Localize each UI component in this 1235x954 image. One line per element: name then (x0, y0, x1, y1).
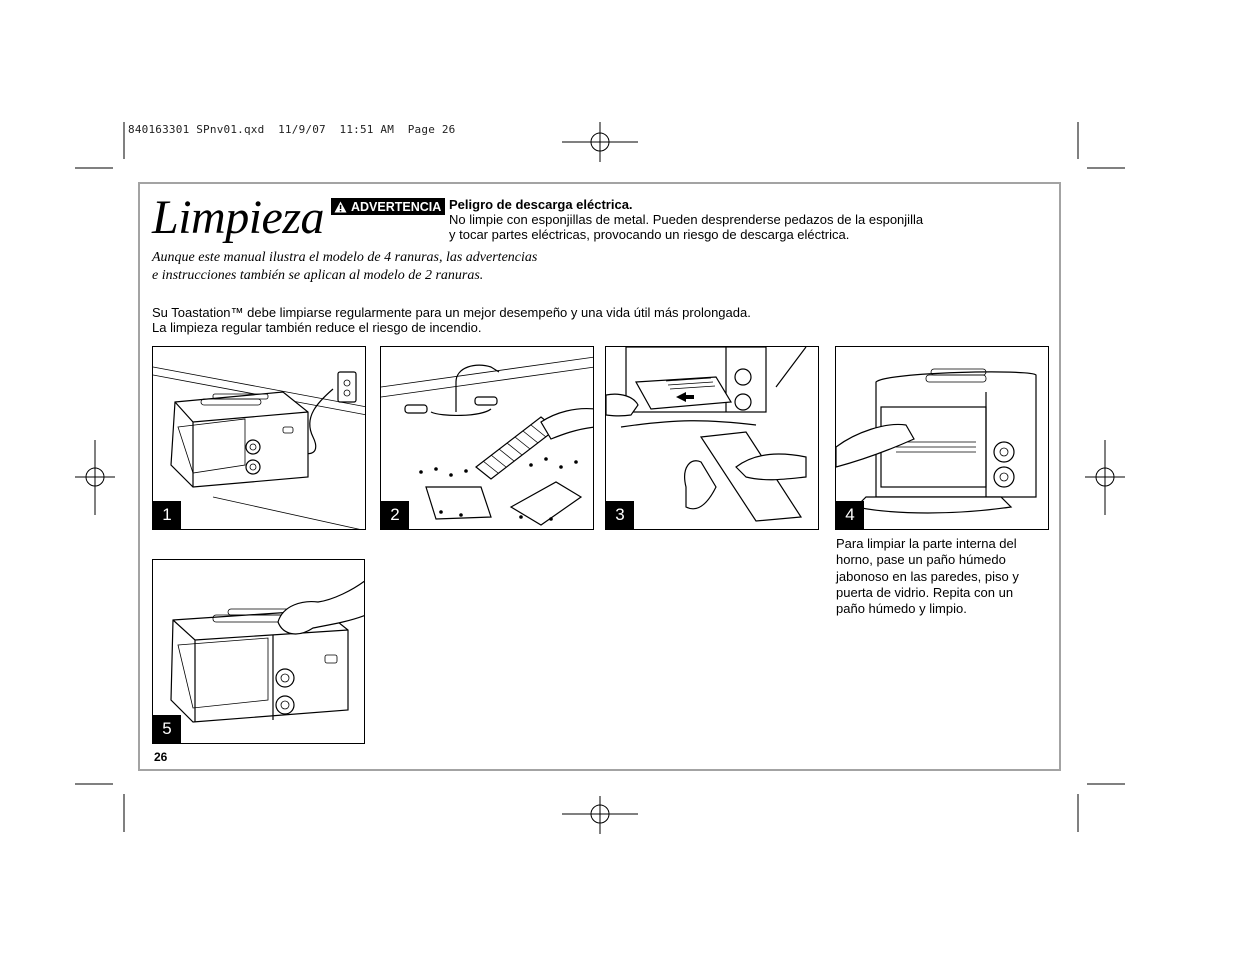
model-note-line: e instrucciones también se aplican al mo… (152, 268, 484, 283)
warning-heading: Peligro de descarga eléctrica. (449, 197, 633, 212)
step-panel-4: 4 (835, 346, 1049, 530)
wipe-oven-interior-illustration (836, 368, 1037, 514)
caption-line: Para limpiar la parte interna del (836, 536, 1017, 551)
step4-caption: Para limpiar la parte interna del horno,… (836, 536, 1041, 617)
caption-line: puerta de vidrio. Repita con un (836, 584, 1014, 600)
step-number: 1 (153, 501, 181, 529)
intro-text: Su Toastation™ debe limpiarse regularmen… (152, 305, 751, 335)
print-slug: 840163301 SPnv01.qxd 11/9/07 11:51 AM Pa… (128, 123, 456, 136)
model-note-line: Aunque este manual ilustra el modelo de … (152, 250, 538, 265)
caption-line: jabonoso en las paredes, piso y (836, 568, 1019, 584)
step-number: 5 (153, 715, 181, 743)
page-title: Limpieza (152, 191, 325, 244)
warning-triangle-icon (334, 201, 347, 212)
warning-line: No limpie con esponjillas de metal. Pued… (449, 212, 924, 227)
warning-text: No limpie con esponjillas de metal. Pued… (449, 212, 923, 242)
wipe-exterior-illustration (170, 580, 364, 723)
step-number: 2 (381, 501, 409, 529)
page-frame (138, 182, 1061, 771)
intro-line: La limpieza regular también reduce el ri… (152, 320, 482, 335)
caption-line: horno, pase un paño húmedo (836, 552, 1006, 568)
step-number: 4 (836, 501, 864, 529)
page-number: 26 (154, 750, 168, 764)
remove-and-wipe-tray-illustration (606, 347, 807, 522)
warning-badge-label: ADVERTENCIA (351, 199, 442, 214)
step-number: 3 (606, 501, 634, 529)
step-panel-2: 2 (380, 346, 594, 530)
intro-line: Su Toastation™ debe limpiarse regularmen… (152, 305, 751, 320)
step-panel-1: 1 (152, 346, 366, 530)
warning-line: y tocar partes eléctricas, provocando un… (449, 227, 850, 242)
step-panel-5: 5 (152, 559, 365, 744)
warning-badge: ADVERTENCIA (331, 198, 446, 215)
unplug-toaster-illustration (153, 366, 365, 529)
caption-line: paño húmedo y limpio. (836, 601, 967, 617)
step-panel-3: 3 (605, 346, 819, 530)
model-note: Aunque este manual ilustra el modelo de … (152, 249, 537, 285)
wash-rack-and-tray-illustration (381, 356, 593, 526)
